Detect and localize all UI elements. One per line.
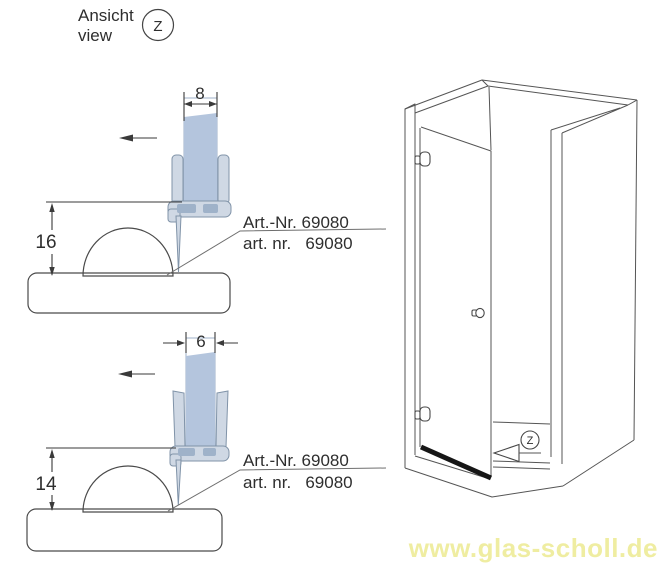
tray-front-edge bbox=[404, 467, 564, 498]
view-header: Ansicht view bbox=[78, 6, 134, 45]
dimension-glass-6: 6 bbox=[163, 332, 238, 353]
seal-arm-right-upper bbox=[217, 154, 230, 205]
floor-upper bbox=[27, 272, 231, 314]
seal-arm-right-lower bbox=[215, 390, 229, 448]
door-panel bbox=[419, 126, 492, 477]
leader-line-lower bbox=[167, 467, 387, 512]
seal-arm-left-upper bbox=[171, 154, 184, 205]
article-line1-upper: Art.-Nr. 69080 bbox=[243, 213, 349, 232]
detail-z-letter-3d: Z bbox=[527, 435, 534, 447]
water-dome-upper bbox=[82, 227, 174, 277]
dimension-14-label: 14 bbox=[35, 474, 57, 495]
motion-arrow-lower bbox=[118, 370, 155, 378]
dimension-gap-16: 16 bbox=[35, 201, 182, 276]
hinge-bottom bbox=[414, 406, 431, 422]
article-line1-lower: Art.-Nr. 69080 bbox=[243, 451, 349, 470]
glass-fill-lower bbox=[186, 352, 215, 448]
door-bottom-seal-highlight bbox=[419, 444, 493, 481]
detail-mark-circle bbox=[141, 8, 175, 42]
hinge-post bbox=[404, 103, 416, 468]
hinge-top bbox=[414, 151, 431, 167]
right-wall-front-edge bbox=[550, 130, 563, 464]
floor-lower bbox=[26, 508, 223, 552]
detail-z-arrow bbox=[492, 443, 541, 463]
watermark-text: www.glas-scholl.de bbox=[408, 533, 658, 563]
right-wall-top-edges bbox=[550, 104, 629, 134]
article-number-lower: Art.-Nr. 69080 art. nr. 69080 bbox=[243, 451, 353, 492]
dimension-glass-8: 8 bbox=[183, 84, 218, 121]
dimension-8-label: 8 bbox=[195, 84, 204, 103]
back-corner-edge bbox=[488, 86, 492, 151]
seal-section-8mm: 8 16 Art.-Nr. 69080 art. nr. 69080 bbox=[27, 84, 387, 314]
glass-fill-upper bbox=[184, 113, 217, 203]
article-line2-upper: art. nr. 69080 bbox=[243, 234, 353, 253]
panel-bottom-band bbox=[492, 421, 551, 470]
seal-slots-upper bbox=[177, 204, 218, 213]
drip-lip-lower bbox=[175, 459, 182, 506]
drip-lip-upper bbox=[175, 215, 182, 273]
dimension-6-label: 6 bbox=[196, 332, 205, 351]
tray-inner-edge bbox=[414, 455, 491, 480]
right-wall-outer-edge bbox=[562, 99, 638, 487]
top-frame-caps bbox=[481, 79, 638, 106]
door-handle bbox=[471, 307, 485, 319]
article-line2-lower: art. nr. 69080 bbox=[243, 473, 353, 492]
dimension-16-label: 16 bbox=[35, 232, 56, 253]
article-number-upper: Art.-Nr. 69080 art. nr. 69080 bbox=[243, 213, 353, 253]
top-frame-outer bbox=[404, 79, 638, 110]
shower-enclosure-3d: Z bbox=[404, 79, 638, 498]
view-label-de: Ansicht bbox=[78, 6, 134, 25]
top-frame-inner bbox=[414, 85, 629, 114]
seal-section-6mm: 6 14 Art.-Nr. 69080 art. nr. 69080 bbox=[26, 332, 387, 552]
dimension-gap-14: 14 bbox=[35, 447, 176, 511]
seal-arm-left-lower bbox=[172, 390, 186, 448]
seal-slots-lower bbox=[178, 448, 216, 456]
view-label-en: view bbox=[78, 26, 113, 45]
detail-z-circle-3d bbox=[520, 430, 540, 450]
motion-arrow-upper bbox=[119, 134, 157, 142]
leader-line-upper bbox=[166, 228, 387, 276]
water-dome-lower bbox=[82, 465, 174, 513]
detail-mark-letter: Z bbox=[153, 18, 162, 35]
